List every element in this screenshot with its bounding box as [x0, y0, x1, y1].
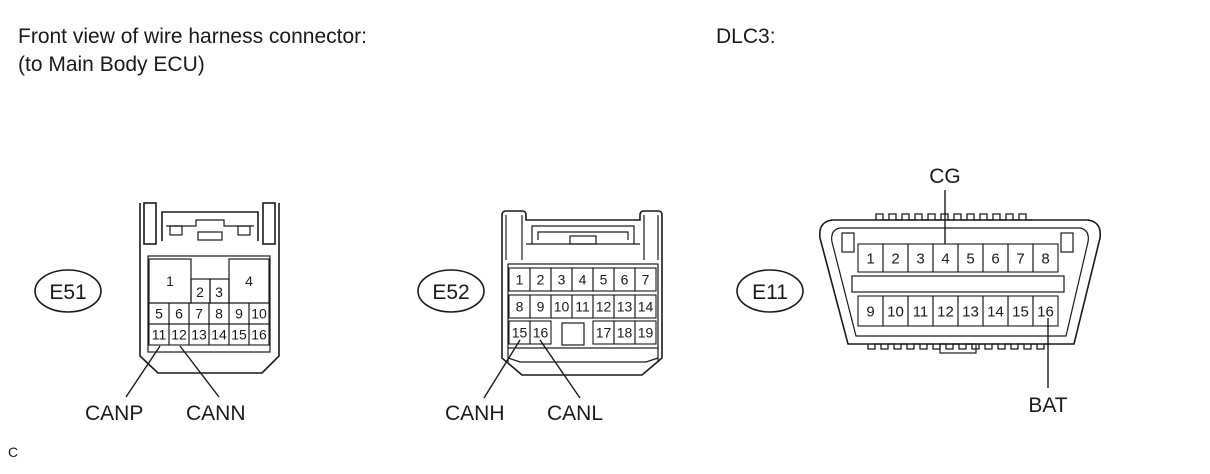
callout-cann: CANN	[186, 402, 246, 425]
e52-cell	[634, 294, 657, 319]
callout-cg: CG	[929, 165, 961, 188]
connector-e52	[501, 210, 663, 376]
corner-mark: C	[8, 444, 19, 460]
e11-bottom-teeth-path	[867, 343, 1050, 350]
e11-pin-13: 13	[962, 303, 979, 320]
e52-pin-11: 11	[575, 299, 590, 315]
e51-callout-lines	[125, 345, 220, 398]
e11-pin-5: 5	[966, 250, 974, 267]
e11-pin-2: 2	[891, 250, 899, 267]
e11-top-teeth-path	[875, 213, 1032, 221]
e51-pin-8: 8	[215, 306, 223, 322]
e11-cell	[1032, 295, 1059, 327]
e11-callout-lines	[944, 190, 1049, 388]
e11-top-teeth	[875, 213, 1032, 221]
tag-e52-oval	[417, 269, 485, 313]
callout-bat: BAT	[1028, 394, 1067, 417]
e51-pin-9: 9	[235, 306, 243, 322]
e51-pin-5: 5	[155, 306, 163, 322]
e52-pin-2: 2	[537, 272, 545, 288]
e51-pin-1: 1	[166, 273, 174, 289]
e52-pin-17: 17	[596, 325, 612, 341]
e11-cell	[1032, 243, 1059, 273]
tag-e52: E52	[432, 281, 469, 304]
e11-pin-1: 1	[866, 250, 874, 267]
e52-pin-7: 7	[642, 272, 650, 288]
connector-e51	[139, 202, 280, 374]
e51-pin-13: 13	[191, 327, 207, 343]
e51-pin-3: 3	[215, 284, 223, 300]
tag-e51-oval	[34, 269, 102, 313]
e52-cell	[634, 320, 657, 345]
e51-pin-15: 15	[231, 327, 247, 343]
e52-pin-12: 12	[596, 299, 612, 315]
e11-pin-14: 14	[987, 303, 1004, 320]
e52-pin-14: 14	[638, 299, 654, 315]
e11-pin-6: 6	[991, 250, 999, 267]
callout-canl: CANL	[547, 402, 603, 425]
e52-pin-19: 19	[638, 325, 654, 341]
e51-pin-11: 11	[152, 327, 167, 343]
e52-pin-15: 15	[512, 325, 528, 341]
e51-pin-12: 12	[171, 327, 187, 343]
e52-pin-4: 4	[579, 272, 587, 288]
e11-pin-4: 4	[941, 250, 949, 267]
left-title-line2: (to Main Body ECU)	[18, 53, 205, 76]
e52-pin-18: 18	[617, 325, 633, 341]
e11-pin-7: 7	[1016, 250, 1024, 267]
e11-pin-3: 3	[916, 250, 924, 267]
e51-pin-4: 4	[245, 273, 253, 289]
connector-e11	[818, 219, 1102, 354]
e52-cell	[634, 267, 657, 292]
e52-pin-16: 16	[533, 325, 549, 341]
tag-e11: E11	[752, 281, 788, 304]
e52-cell	[529, 320, 552, 345]
callout-canh: CANH	[445, 402, 505, 425]
e51-pin-7: 7	[195, 306, 203, 322]
e51-pin-10: 10	[251, 306, 267, 322]
tag-e51: E51	[49, 281, 86, 304]
e11-pin-row-2: 9 10 11 12 13 14 15 16	[857, 295, 1059, 327]
e11-bottom-teeth	[867, 343, 1050, 350]
right-title: DLC3:	[716, 25, 776, 48]
left-title-line1: Front view of wire harness connector:	[18, 25, 367, 48]
e52-pin-row-3: 15 16 17 18 19	[508, 320, 657, 345]
e51-pin-6: 6	[175, 306, 183, 322]
e51-cell	[248, 323, 270, 346]
tag-e11-oval	[736, 269, 804, 313]
e52-pin-10: 10	[554, 299, 570, 315]
e11-pin-11: 11	[913, 303, 929, 320]
e11-pin-8: 8	[1041, 250, 1049, 267]
e52-pin-5: 5	[600, 272, 608, 288]
e52-pin-3: 3	[558, 272, 566, 288]
e52-pin-8: 8	[516, 299, 524, 315]
e52-pin-13: 13	[617, 299, 633, 315]
e51-pin-2: 2	[196, 284, 204, 300]
e11-pin-16: 16	[1037, 303, 1054, 320]
callout-canp: CANP	[85, 402, 143, 425]
e52-pin-6: 6	[621, 272, 629, 288]
e52-callout-lines	[483, 339, 581, 399]
e52-pin-1: 1	[516, 272, 524, 288]
e51-pin-16: 16	[251, 327, 267, 343]
e11-pin-10: 10	[887, 303, 904, 320]
e11-pin-9: 9	[866, 303, 874, 320]
e11-pin-15: 15	[1012, 303, 1029, 320]
e51-pin-14: 14	[211, 327, 227, 343]
e11-pin-12: 12	[937, 303, 954, 320]
e52-pin-9: 9	[537, 299, 545, 315]
